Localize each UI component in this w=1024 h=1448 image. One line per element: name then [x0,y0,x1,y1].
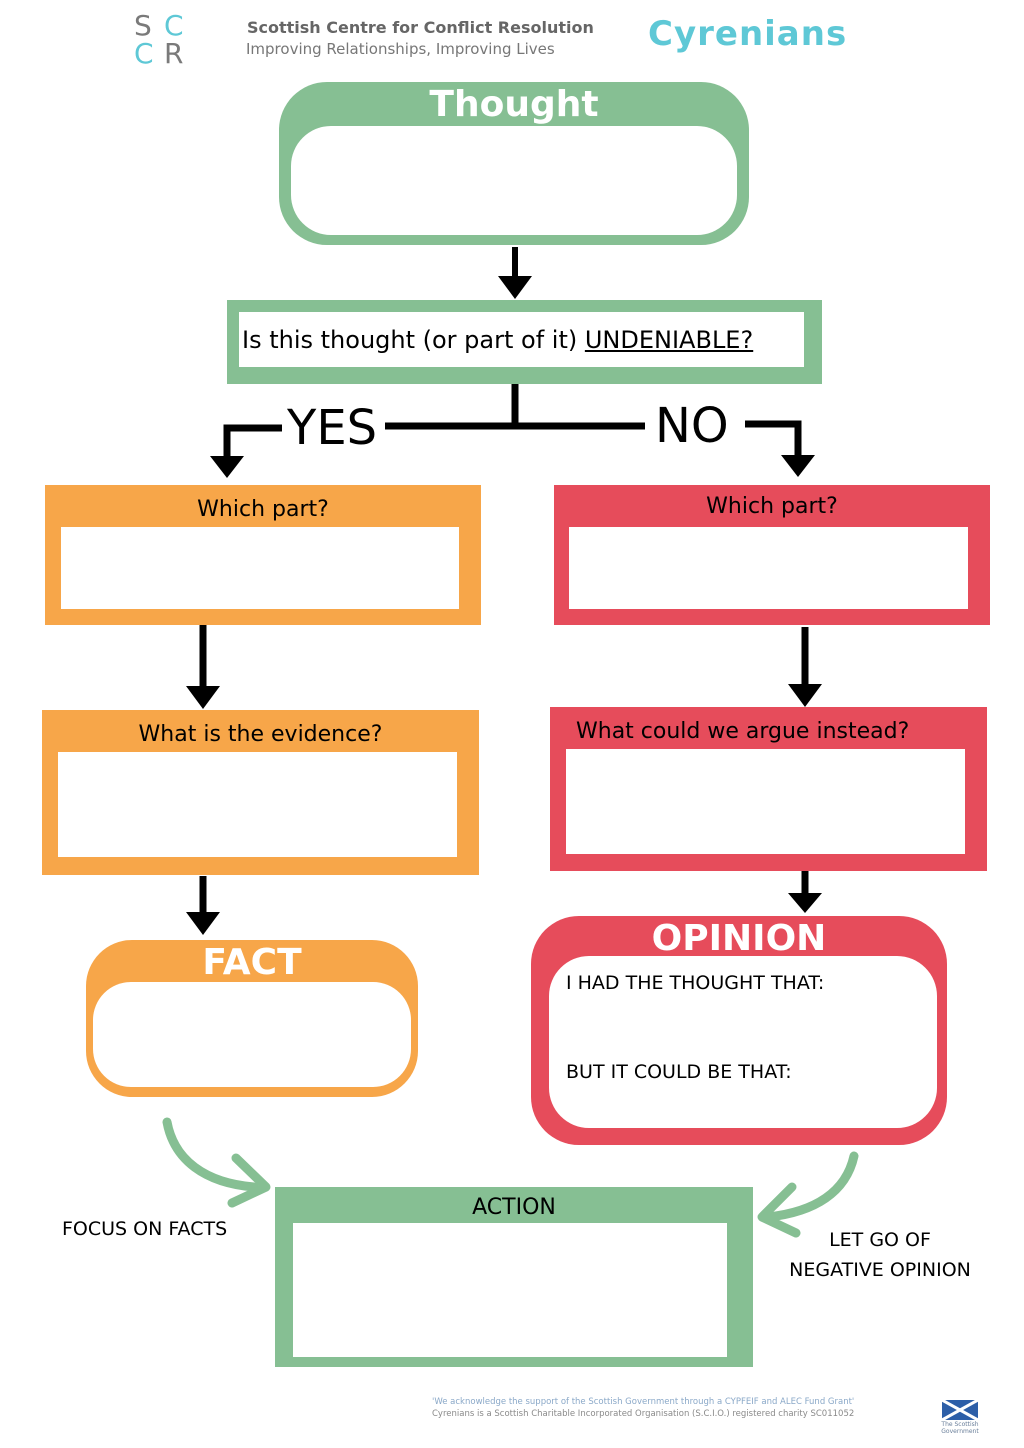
opinion-line-1: I HAD THE THOUGHT THAT: [566,972,825,994]
fact-title: FACT [202,942,302,983]
logo-letter-c1: C [164,9,184,42]
question-emphasis: UNDENIABLE? [584,326,754,354]
let-go-note-line2: NEGATIVE OPINION [789,1259,971,1281]
opinion-box: OPINION I HAD THE THOUGHT THAT: BUT IT C… [531,916,947,1145]
fact-box: FACT [86,940,418,1097]
cyrenians-logo: Cyrenians [648,14,848,54]
question-inner [239,312,804,367]
thought-input-area[interactable] [291,126,737,235]
focus-on-facts-note: FOCUS ON FACTS [62,1218,228,1240]
action-title: ACTION [472,1195,556,1220]
curved-arrow-opinion-to-action [757,1151,859,1238]
argue-label: What could we argue instead? [576,719,910,744]
fact-input[interactable] [93,982,411,1087]
evidence-label: What is the evidence? [138,722,383,747]
action-box: ACTION [275,1187,753,1367]
curved-arrow-fact-to-action [162,1117,271,1208]
opinion-input[interactable] [549,956,937,1128]
yes-branch-line [210,422,515,478]
opinion-title: OPINION [651,918,827,959]
scottish-gov-logo: The Scottish Government [938,1400,982,1436]
no-label: NO [655,398,729,454]
yes-which-part-input[interactable] [61,527,459,609]
no-branch-line [515,420,815,477]
evidence-box: What is the evidence? [42,710,479,875]
logo-letter-c2: C [134,37,154,70]
arrow-evidence-to-fact [186,876,220,935]
footer-charity-line: Cyrenians is a Scottish Charitable Incor… [432,1409,855,1419]
saltire-flag-icon [942,1400,978,1420]
arrow-yes-part-to-evidence [186,622,220,709]
action-input[interactable] [293,1223,727,1357]
no-which-part-input[interactable] [569,527,968,609]
evidence-input[interactable] [58,752,457,857]
question-box: Is this thought (or part of it) UNDENIAB… [227,300,822,384]
scottish-gov-logo-text: The Scottish Government [941,1421,979,1435]
logo-letter-s: S [134,9,152,42]
yes-which-part-label: Which part? [197,497,329,522]
thought-box: Thought [279,82,749,245]
org-name: Scottish Centre for Conflict Resolution [247,18,594,37]
no-which-part-box: Which part? [554,485,990,625]
argue-input[interactable] [566,749,965,854]
let-go-note-line1: LET GO OF [829,1229,931,1251]
yes-which-part-box: Which part? [45,485,481,625]
sccr-logo: S C C R [132,12,192,70]
question-text: Is this thought (or part of it) UNDENIAB… [242,326,753,354]
logo-letter-r: R [164,37,184,70]
footer-acknowledgement: 'We acknowledge the support of the Scott… [432,1397,855,1407]
question-lead: Is this thought (or part of it) [242,326,585,354]
arrow-no-part-to-argue [788,627,822,707]
org-tagline: Improving Relationships, Improving Lives [246,40,555,58]
yes-label: YES [287,400,378,456]
opinion-line-2: BUT IT COULD BE THAT: [566,1061,792,1083]
thought-title: Thought [429,84,599,125]
no-which-part-label: Which part? [706,494,838,519]
arrow-argue-to-opinion [788,871,822,913]
arrow-thought-to-question [498,247,532,299]
argue-box: What could we argue instead? [550,707,987,871]
